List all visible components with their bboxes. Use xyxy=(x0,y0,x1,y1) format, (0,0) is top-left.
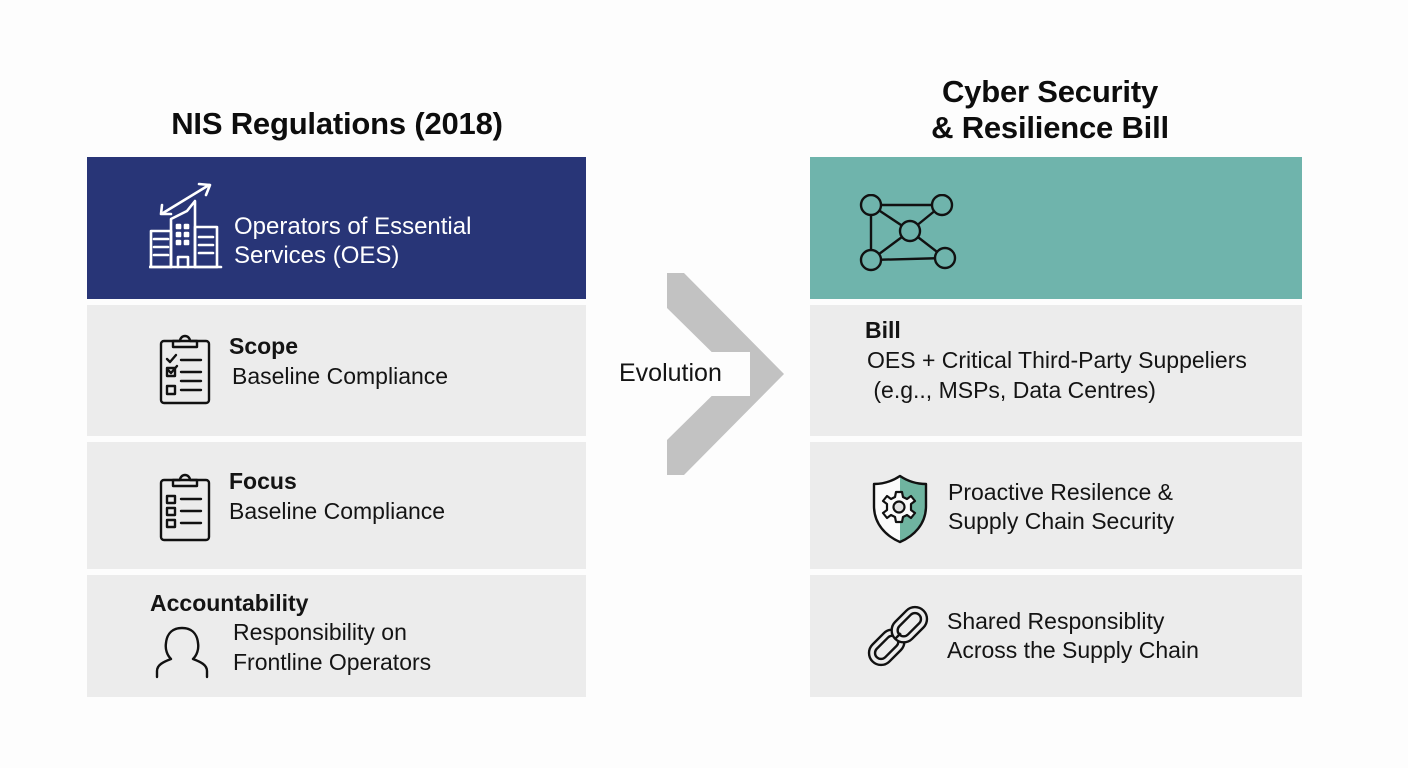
cyber-security-bill-title: Cyber Security & Resilience Bill xyxy=(810,74,1290,146)
bill-line2: (e.g.., MSPs, Data Centres) xyxy=(867,377,1156,403)
bill-line1: OES + Critical Third-Party Suppeliers xyxy=(867,347,1247,373)
person-icon xyxy=(155,625,211,681)
shared-line2: Across the Supply Chain xyxy=(947,637,1199,663)
chevron-right-icon xyxy=(612,273,784,475)
evolution-label: Evolution xyxy=(619,359,722,387)
shield-gear-icon xyxy=(871,474,929,544)
accountability-heading: Accountability xyxy=(150,590,309,616)
bill-heading: Bill xyxy=(865,317,901,343)
oes-header-panel: Operators of Essential Services (OES) xyxy=(87,157,586,299)
bill-header-panel xyxy=(810,157,1302,299)
scope-text: Baseline Compliance xyxy=(232,363,449,389)
shared-line1: Shared Responsiblity xyxy=(947,608,1165,634)
scope-row: Scope Baseline Compliance xyxy=(87,305,586,436)
network-nodes-icon xyxy=(859,194,963,274)
clipboard-checklist-icon xyxy=(159,333,211,405)
oes-header-line1: Operators of Essential xyxy=(234,213,472,240)
accountability-line2: Frontline Operators xyxy=(233,649,432,675)
chain-link-icon xyxy=(860,600,936,672)
accountability-row: Accountability Responsibility on Frontli… xyxy=(87,575,586,697)
nis-regulations-title: NIS Regulations (2018) xyxy=(171,106,503,141)
focus-heading: Focus xyxy=(229,468,297,494)
building-growth-icon xyxy=(149,181,225,269)
focus-row: Focus Baseline Compliance xyxy=(87,442,586,569)
clipboard-list-icon xyxy=(159,472,211,542)
resilience-line1: Proactive Resilence & xyxy=(948,479,1173,505)
shared-responsibility-row: Shared Responsiblity Across the Supply C… xyxy=(810,575,1302,697)
accountability-line1: Responsibility on xyxy=(233,619,407,645)
scope-heading: Scope xyxy=(229,333,299,359)
evolution-arrow: Evolution xyxy=(612,272,792,478)
oes-header-line2: Services (OES) xyxy=(234,242,400,269)
title-line1: Cyber Security xyxy=(941,74,1159,109)
resilience-row: Proactive Resilence & Supply Chain Secur… xyxy=(810,442,1302,569)
bill-scope-row: Bill OES + Critical Third-Party Suppelie… xyxy=(810,305,1302,436)
focus-text: Baseline Compliance xyxy=(229,498,446,524)
resilience-line2: Supply Chain Security xyxy=(948,508,1175,534)
title-line2: & Resilience Bill xyxy=(931,110,1169,145)
